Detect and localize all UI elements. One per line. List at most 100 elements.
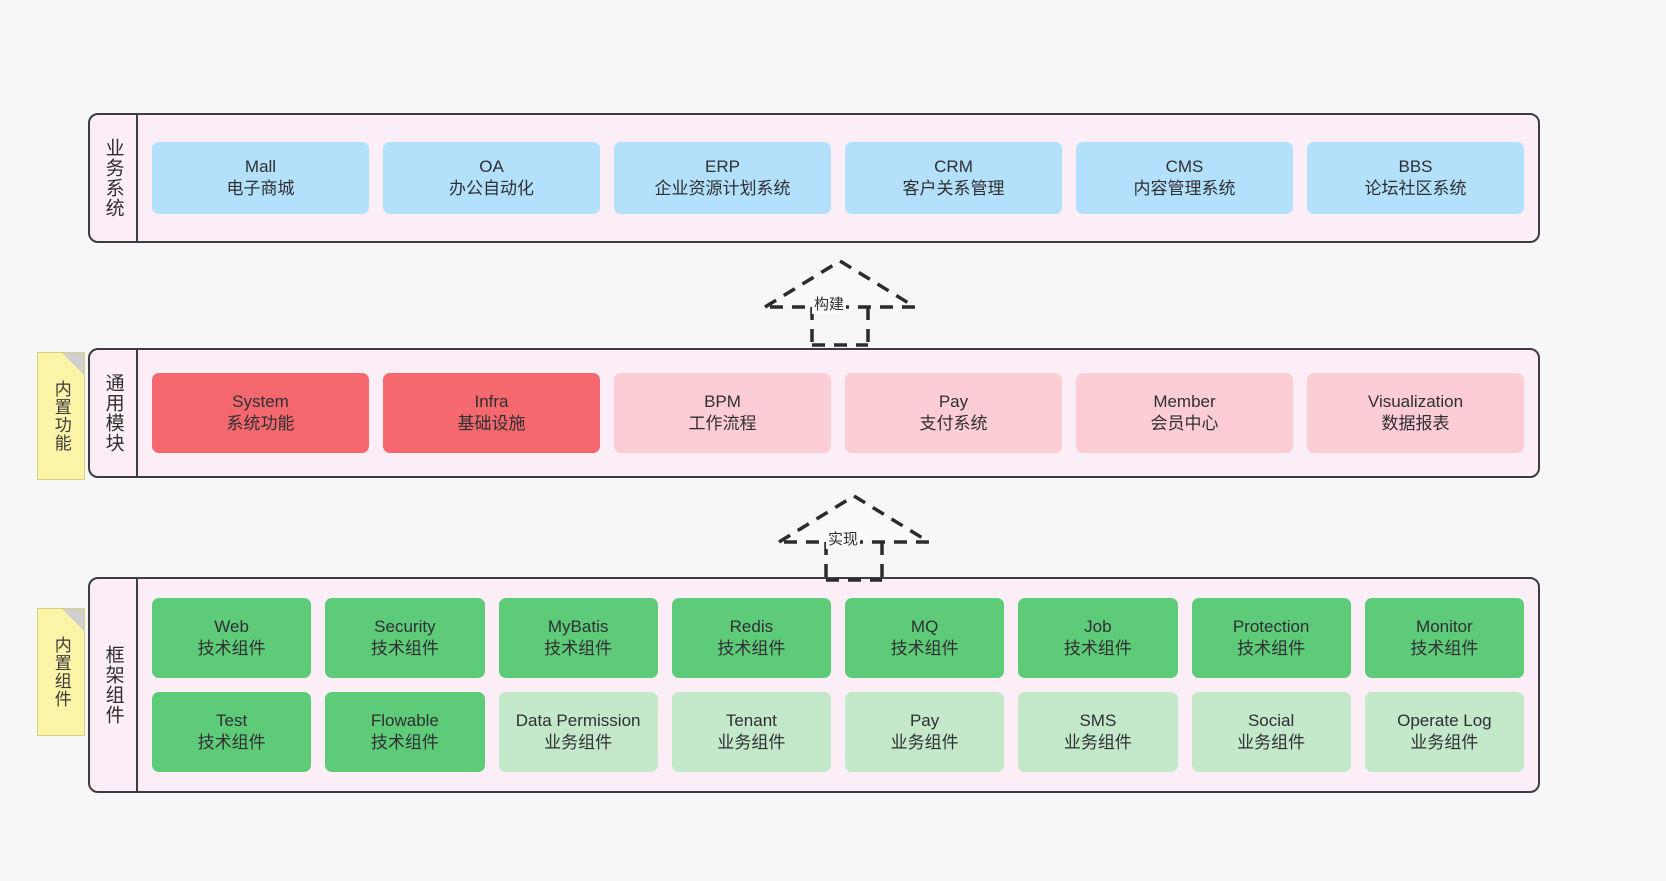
card-subtitle: 技术组件 bbox=[1063, 639, 1132, 658]
card-title: CRM bbox=[934, 157, 973, 177]
layer-business-title: 业务系统 bbox=[90, 115, 138, 241]
card-subtitle: 技术组件 bbox=[1237, 639, 1306, 658]
card-subtitle: 电子商城 bbox=[226, 179, 295, 198]
card-subtitle: 业务组件 bbox=[717, 733, 786, 752]
layer-business-body: Mall 电子商城 OA 办公自动化 ERP 企业资源计划系统 CRM 客户关系… bbox=[138, 115, 1538, 241]
card-subtitle: 基础设施 bbox=[457, 414, 526, 433]
card-subtitle: 系统功能 bbox=[226, 414, 295, 433]
card-data-permission[interactable]: Data Permission 业务组件 bbox=[498, 692, 658, 772]
card-mq[interactable]: MQ 技术组件 bbox=[845, 598, 1005, 678]
card-test[interactable]: Test 技术组件 bbox=[152, 692, 312, 772]
card-subtitle: 企业资源计划系统 bbox=[654, 179, 791, 198]
card-title: Infra bbox=[474, 392, 509, 412]
card-pay-component[interactable]: Pay 业务组件 bbox=[845, 692, 1005, 772]
card-title: Member bbox=[1153, 392, 1216, 412]
card-subtitle: 办公自动化 bbox=[449, 179, 534, 198]
note-builtin-functions: 内置功能 bbox=[37, 352, 85, 480]
card-sms[interactable]: SMS 业务组件 bbox=[1018, 692, 1178, 772]
connector-implement-label: 实现 bbox=[826, 528, 861, 549]
layer-framework-title: 框架组件 bbox=[90, 579, 138, 791]
card-bbs[interactable]: BBS 论坛社区系统 bbox=[1307, 142, 1524, 214]
framework-biz-row: Test 技术组件 Flowable 技术组件 Data Permission … bbox=[152, 692, 1524, 772]
connector-build-label: 构建 bbox=[812, 293, 847, 314]
card-subtitle: 技术组件 bbox=[370, 639, 439, 658]
card-mybatis[interactable]: MyBatis 技术组件 bbox=[498, 598, 658, 678]
card-subtitle: 技术组件 bbox=[1410, 639, 1479, 658]
layer-modules-body: System 系统功能 Infra 基础设施 BPM 工作流程 Pay 支付系统… bbox=[138, 350, 1538, 476]
business-card-row: Mall 电子商城 OA 办公自动化 ERP 企业资源计划系统 CRM 客户关系… bbox=[152, 142, 1524, 214]
card-title: MyBatis bbox=[547, 617, 609, 637]
layer-framework-body: Web 技术组件 Security 技术组件 MyBatis 技术组件 Redi… bbox=[138, 579, 1538, 791]
card-title: BBS bbox=[1398, 157, 1433, 177]
card-title: ERP bbox=[705, 157, 740, 177]
card-title: Data Permission bbox=[515, 711, 641, 731]
framework-tech-row: Web 技术组件 Security 技术组件 MyBatis 技术组件 Redi… bbox=[152, 598, 1524, 678]
card-title: MQ bbox=[910, 617, 939, 637]
card-title: Test bbox=[216, 711, 248, 731]
card-flowable[interactable]: Flowable 技术组件 bbox=[325, 692, 485, 772]
card-subtitle: 技术组件 bbox=[890, 639, 959, 658]
card-system[interactable]: System 系统功能 bbox=[152, 373, 369, 453]
card-title: Web bbox=[214, 617, 249, 637]
card-title: Protection bbox=[1232, 617, 1310, 637]
card-title: System bbox=[232, 392, 289, 412]
card-title: OA bbox=[479, 157, 504, 177]
card-protection[interactable]: Protection 技术组件 bbox=[1191, 598, 1351, 678]
card-subtitle: 技术组件 bbox=[197, 639, 266, 658]
card-redis[interactable]: Redis 技术组件 bbox=[671, 598, 831, 678]
card-subtitle: 技术组件 bbox=[717, 639, 786, 658]
card-mall[interactable]: Mall 电子商城 bbox=[152, 142, 369, 214]
card-operate-log[interactable]: Operate Log 业务组件 bbox=[1364, 692, 1524, 772]
note-builtin-components: 内置组件 bbox=[37, 608, 85, 736]
card-title: Redis bbox=[729, 617, 774, 637]
card-title: Social bbox=[1247, 711, 1295, 731]
layer-modules-title: 通用模块 bbox=[90, 350, 138, 476]
card-social[interactable]: Social 业务组件 bbox=[1191, 692, 1351, 772]
card-subtitle: 业务组件 bbox=[1063, 733, 1132, 752]
card-title: CMS bbox=[1165, 157, 1204, 177]
card-oa[interactable]: OA 办公自动化 bbox=[383, 142, 600, 214]
layer-framework-components: 框架组件 Web 技术组件 Security 技术组件 MyBatis 技术组件… bbox=[88, 577, 1540, 793]
card-monitor[interactable]: Monitor 技术组件 bbox=[1364, 598, 1524, 678]
card-title: Operate Log bbox=[1397, 711, 1492, 731]
card-subtitle: 内容管理系统 bbox=[1133, 179, 1236, 198]
card-subtitle: 业务组件 bbox=[890, 733, 959, 752]
layer-business-systems: 业务系统 Mall 电子商城 OA 办公自动化 ERP 企业资源计划系统 CRM… bbox=[88, 113, 1540, 243]
note-label: 内置功能 bbox=[51, 380, 71, 452]
card-security[interactable]: Security 技术组件 bbox=[325, 598, 485, 678]
card-subtitle: 技术组件 bbox=[197, 733, 266, 752]
modules-card-row: System 系统功能 Infra 基础设施 BPM 工作流程 Pay 支付系统… bbox=[152, 373, 1524, 453]
card-title: Visualization bbox=[1367, 392, 1464, 412]
card-title: Flowable bbox=[370, 711, 439, 731]
card-bpm[interactable]: BPM 工作流程 bbox=[614, 373, 831, 453]
connector-build: 构建 bbox=[750, 255, 930, 347]
card-title: BPM bbox=[704, 392, 741, 412]
card-subtitle: 客户关系管理 bbox=[902, 179, 1005, 198]
card-title: SMS bbox=[1079, 711, 1117, 731]
note-label: 内置组件 bbox=[51, 636, 71, 708]
card-title: Pay bbox=[938, 392, 969, 412]
card-subtitle: 业务组件 bbox=[1237, 733, 1306, 752]
card-member[interactable]: Member 会员中心 bbox=[1076, 373, 1293, 453]
card-subtitle: 会员中心 bbox=[1150, 414, 1219, 433]
card-subtitle: 支付系统 bbox=[919, 414, 988, 433]
card-erp[interactable]: ERP 企业资源计划系统 bbox=[614, 142, 831, 214]
card-subtitle: 论坛社区系统 bbox=[1364, 179, 1467, 198]
card-infra[interactable]: Infra 基础设施 bbox=[383, 373, 600, 453]
card-subtitle: 技术组件 bbox=[544, 639, 613, 658]
card-title: Tenant bbox=[725, 711, 777, 731]
card-subtitle: 业务组件 bbox=[544, 733, 613, 752]
card-tenant[interactable]: Tenant 业务组件 bbox=[671, 692, 831, 772]
card-job[interactable]: Job 技术组件 bbox=[1018, 598, 1178, 678]
card-subtitle: 数据报表 bbox=[1381, 414, 1450, 433]
card-cms[interactable]: CMS 内容管理系统 bbox=[1076, 142, 1293, 214]
card-title: Pay bbox=[909, 711, 940, 731]
card-subtitle: 技术组件 bbox=[370, 733, 439, 752]
card-title: Security bbox=[374, 617, 436, 637]
card-pay[interactable]: Pay 支付系统 bbox=[845, 373, 1062, 453]
card-subtitle: 工作流程 bbox=[688, 414, 757, 433]
card-visualization[interactable]: Visualization 数据报表 bbox=[1307, 373, 1524, 453]
card-web[interactable]: Web 技术组件 bbox=[152, 598, 312, 678]
card-crm[interactable]: CRM 客户关系管理 bbox=[845, 142, 1062, 214]
